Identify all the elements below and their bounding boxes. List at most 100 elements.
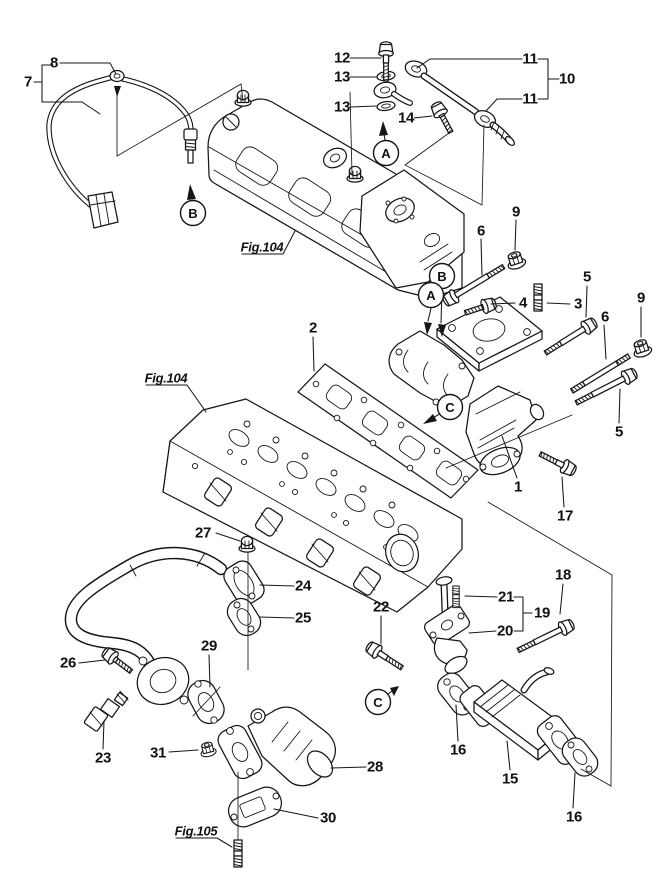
breather-pipe-drawing [372,57,515,146]
part-number-label: 10 [559,71,575,88]
part-number-label: 20 [497,623,513,640]
cylinder-head-drawing [162,398,463,613]
view-marker-letter: B [437,269,446,284]
part-number-label: 5 [615,424,623,441]
part-number-label: 13 [334,69,350,86]
part-number-label: 24 [295,578,312,595]
part-number-label: 1 [514,479,522,496]
part-number-label: 7 [24,74,32,91]
valve-cover-drawing [207,89,465,299]
part-number-label: 23 [95,750,111,767]
part-number-label: 16 [450,742,466,759]
egr-cooler-15 [459,667,584,765]
part-number-label: 17 [557,508,573,525]
nut-27 [238,535,256,553]
water-temp-sensor-23 [83,690,129,732]
manifold-gasket-drawing [297,363,479,499]
egr-valve-unit-drawing [465,385,545,476]
view-marker-letter: C [445,400,455,415]
bolt-14 [428,99,454,135]
view-marker-b: B [179,199,207,227]
egr-pipe-flange-24 [223,560,265,606]
part-number-label: 28 [367,759,383,776]
leader-lines [33,57,642,848]
part-number-label: 11 [522,91,537,108]
harness-clamp [109,69,125,97]
figure-reference: Fig.104 [145,371,189,386]
bolt-4 [463,295,499,316]
part-number-label: 29 [201,638,217,655]
mount-stud [233,839,243,868]
part-number-label: 6 [601,309,609,326]
part-number-label: 11 [522,51,537,68]
figure-reference: Fig.105 [175,824,219,839]
part-number-label: 14 [398,110,415,127]
part-number-label: 12 [334,50,350,67]
part-number-label: 4 [519,295,528,312]
part-number-label: 9 [512,204,520,221]
view-marker-letter: C [373,695,383,710]
part-number-label: 25 [295,610,311,627]
throttle-flange-plate [436,296,543,372]
harness-connector [87,191,119,229]
part-number-label: 2 [309,320,317,337]
bolt-26 [98,644,134,674]
part-number-label: 16 [566,809,582,826]
temp-sensor [183,128,198,164]
head-rocker-detail [191,420,420,573]
view-marker-c: C [364,688,392,716]
bolt-6a [439,264,506,310]
intake-manifold-drawing [388,296,543,409]
part-number-label: 6 [477,223,485,240]
view-marker-a: A [372,139,400,167]
gasket-29 [187,679,225,725]
view-marker-a: A [417,281,445,309]
part-number-label: 30 [320,810,336,827]
wire-harness-drawing [46,69,198,229]
part-number-label: 8 [50,55,58,72]
egr-pipe-gasket-25 [226,597,262,637]
fasteners [98,41,654,759]
figure-reference: Fig.104 [241,240,285,255]
part-number-label: 9 [637,290,645,307]
stud-6b [569,353,631,394]
part-number-label: 15 [502,771,518,788]
part-number-label: 22 [373,599,389,616]
bolt-5a [543,314,601,356]
part-number-label: 26 [60,655,76,672]
egr-pipe-hose-drawing [64,546,265,732]
part-number-label: 18 [555,567,571,584]
nut-9b [630,337,654,360]
bolt-22 [362,638,404,671]
view-marker-c: C [436,393,464,421]
part-number-label: 31 [150,745,166,762]
stud-3 [533,283,543,312]
egr-adapter-20 [423,604,471,675]
egr-valve-28-drawing [217,706,336,868]
stud-21 [452,585,460,609]
part-number-label: 19 [534,605,550,622]
part-number-label: 13 [334,99,350,116]
bolt-18 [516,616,577,654]
view-marker-letter: B [188,206,197,221]
part-number-label: 5 [583,269,591,286]
part-number-label: 27 [195,525,211,542]
gasket-30 [227,786,283,828]
bolt-12 [378,41,394,82]
nut-9a [504,249,528,272]
part-number-label: 21 [498,589,514,606]
bolt-17 [538,451,579,479]
egr-cooler-drawing [423,576,599,777]
egr-valve-mount-flange [217,724,263,780]
view-marker-letter: A [381,146,391,161]
view-marker-arrows [187,121,446,696]
projection-lines [116,83,613,840]
part-number-label: 3 [574,296,582,313]
bolt-5b [574,365,640,406]
gasket-16-right [561,737,599,777]
